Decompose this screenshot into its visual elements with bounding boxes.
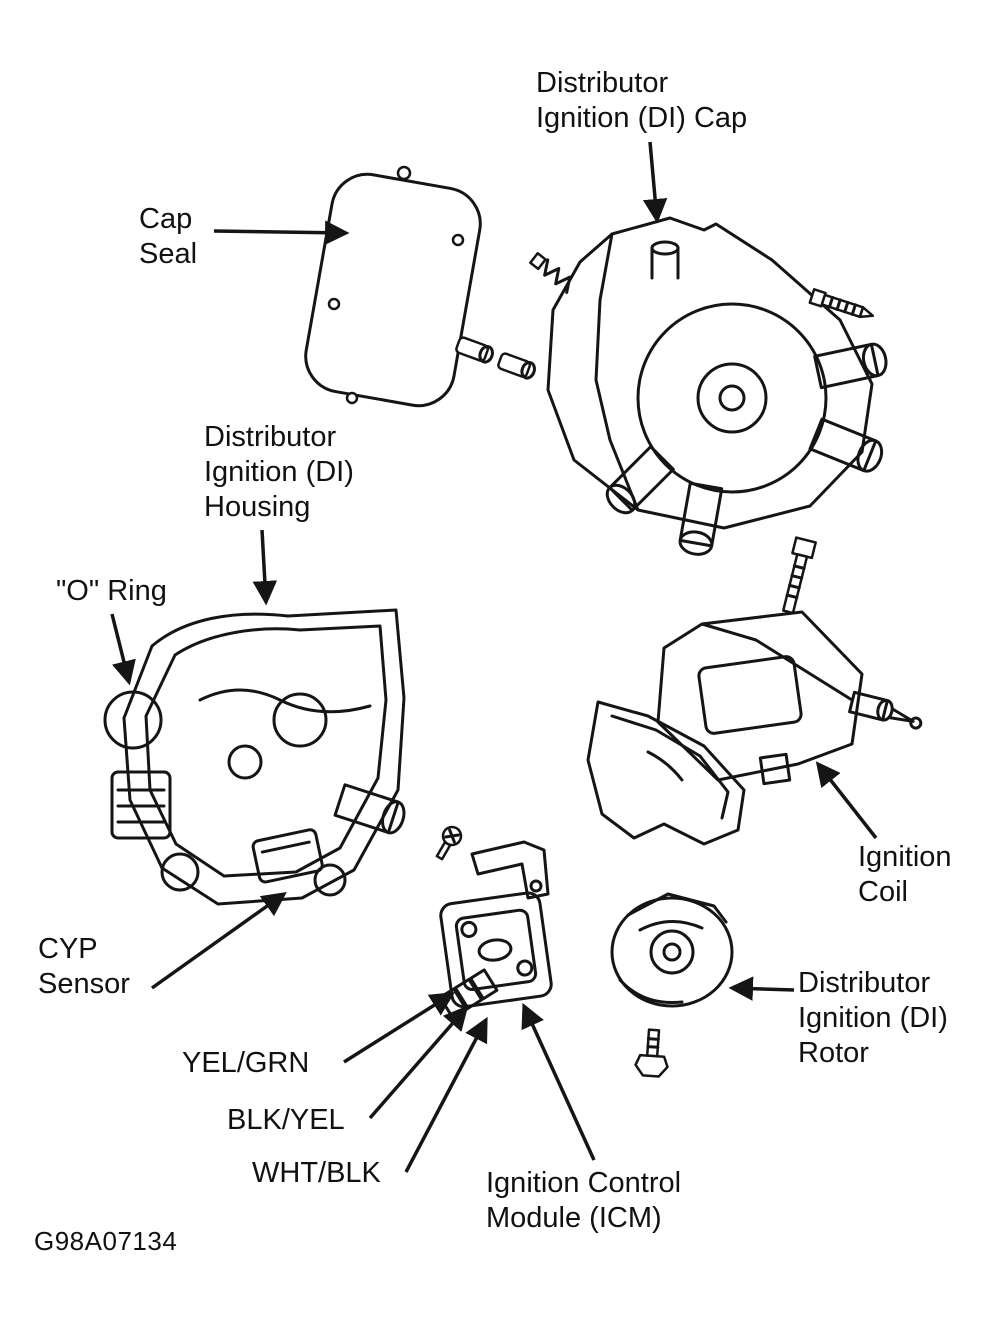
- arrow-to-wht-blk-wire: [404, 1016, 488, 1173]
- arrow-to-di-housing: [252, 529, 278, 606]
- arrow-to-icm: [521, 1002, 596, 1161]
- arrow-to-blk-yel-wire: [368, 1005, 469, 1120]
- di-cap-drawing: [546, 216, 888, 556]
- yel-grn-label: YEL/GRN: [182, 1047, 310, 1079]
- arrow-to-o-ring: [110, 613, 136, 686]
- leader-arrows: [110, 141, 878, 1173]
- cap-screws-drawing: [455, 252, 875, 380]
- arrow-to-di-cap: [642, 141, 668, 224]
- icm-label: Ignition Control Module (ICM): [486, 1167, 682, 1234]
- rotor-drawing: [610, 892, 734, 1008]
- cyp-sensor-label: CYP Sensor: [38, 933, 130, 1000]
- icm-screw-drawing: [435, 825, 463, 861]
- icm-drawing: [439, 891, 553, 1009]
- di-housing-label: Distributor Ignition (DI) Housing: [204, 421, 354, 523]
- arrow-to-yel-grn-wire: [343, 992, 455, 1064]
- o-ring-label: "O" Ring: [56, 575, 167, 607]
- cyp-sensor-drawing: [251, 828, 324, 884]
- wht-blk-label: WHT/BLK: [252, 1157, 381, 1189]
- di-cap-label: Distributor Ignition (DI) Cap: [536, 67, 748, 134]
- blk-yel-label: BLK/YEL: [227, 1104, 345, 1136]
- o-ring-drawing: [103, 690, 163, 750]
- di-housing-drawing: [110, 608, 406, 906]
- arrow-to-cap-seal: [213, 220, 350, 245]
- arrow-to-ignition-coil: [815, 761, 878, 840]
- figure-code: G98A07134: [34, 1226, 178, 1256]
- arrow-to-cyp-sensor: [150, 891, 287, 990]
- coil-bolt-drawing: [781, 536, 817, 615]
- rotor-bolt-drawing: [634, 1028, 669, 1078]
- ignition-coil-label: Ignition Coil: [858, 841, 952, 908]
- di-rotor-label: Distributor Ignition (DI) Rotor: [798, 967, 948, 1069]
- cap-seal-label: Cap Seal: [139, 203, 198, 270]
- coil-bracket-drawing: [586, 700, 746, 846]
- icm-bracket-drawing: [470, 840, 550, 900]
- cap-seal-drawing: [304, 165, 482, 408]
- ignition-coil-drawing: [656, 610, 923, 786]
- arrow-to-rotor: [728, 976, 795, 1001]
